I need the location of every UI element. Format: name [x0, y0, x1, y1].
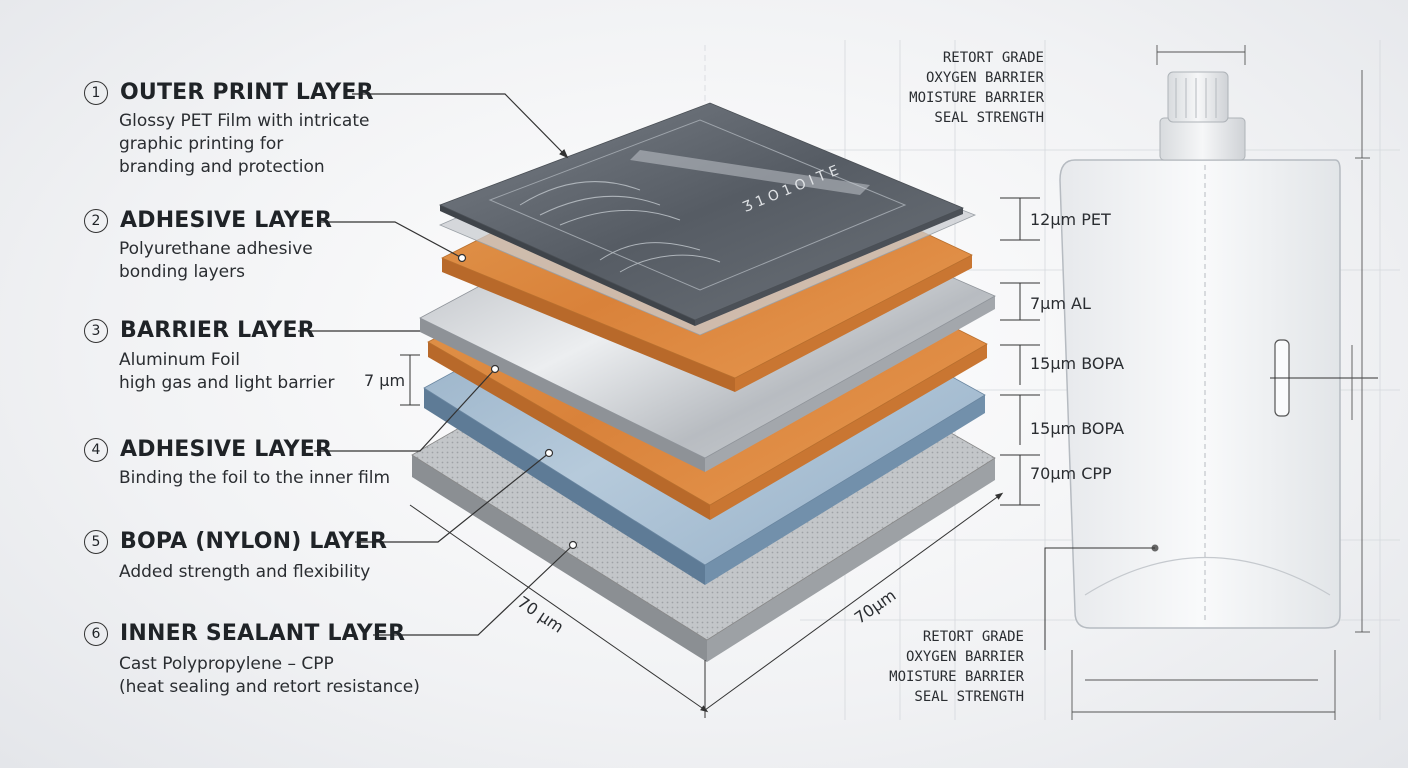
- layer-3-number: 3: [84, 319, 108, 343]
- pouch-dimension-lines: [1071, 45, 1370, 720]
- leader-dots: [457, 253, 578, 550]
- layer-2-desc: Polyurethane adhesive bonding layers: [119, 239, 313, 282]
- layer-3-title-text: BARRIER LAYER: [120, 318, 315, 343]
- layer-5-title-text: BOPA (NYLON) LAYER: [120, 529, 388, 554]
- spec-bottom-4: SEAL STRENGTH: [914, 689, 1024, 705]
- spec-bottom-2: OXYGEN BARRIER: [905, 649, 1024, 665]
- thickness-left-gap: 7 µm: [364, 371, 406, 390]
- spec-top-2: OXYGEN BARRIER: [925, 70, 1044, 86]
- thickness-pet: 12µm PET: [1030, 210, 1111, 229]
- thickness-brackets: [400, 197, 1040, 506]
- layer-1-title: 1 OUTER PRINT LAYER: [84, 80, 374, 105]
- layer-2-title-text: ADHESIVE LAYER: [120, 208, 333, 233]
- stand-up-pouch: [1044, 71, 1378, 650]
- layer-3-desc: Aluminum Foil high gas and light barrier: [119, 350, 335, 393]
- thickness-cpp: 70µm CPP: [1030, 464, 1112, 483]
- layer-6-title: 6 INNER SEALANT LAYER: [84, 621, 405, 646]
- layer-3-title: 3 BARRIER LAYER: [84, 318, 315, 343]
- layer-6-desc: Cast Polypropylene – CPP (heat sealing a…: [119, 654, 420, 697]
- layer-2-number: 2: [84, 209, 108, 233]
- pet-print-sheet: Ʒ 1 O 1 O I T E: [438, 102, 965, 326]
- layer-4-desc: Binding the foil to the inner film: [119, 468, 391, 488]
- layer-5-title: 5 BOPA (NYLON) LAYER: [84, 529, 387, 554]
- layer-5-number: 5: [84, 530, 108, 554]
- layer-1-title-text: OUTER PRINT LAYER: [120, 80, 374, 105]
- layer-2-title: 2 ADHESIVE LAYER: [84, 208, 332, 233]
- layer-5-desc: Added strength and flexibility: [119, 562, 371, 582]
- spec-top-1: RETORT GRADE: [942, 50, 1044, 66]
- layer-4-number: 4: [84, 438, 108, 462]
- layer-6-number: 6: [84, 622, 108, 646]
- layer-1-desc: Glossy PET Film with intricate graphic p…: [119, 111, 370, 177]
- spec-bottom-3: MOISTURE BARRIER: [889, 669, 1024, 685]
- layer-4-title: 4 ADHESIVE LAYER: [84, 437, 332, 462]
- thickness-al: 7µm AL: [1030, 294, 1091, 313]
- layer-4-title-text: ADHESIVE LAYER: [120, 437, 333, 462]
- layer-6-title-text: INNER SEALANT LAYER: [120, 621, 406, 646]
- thickness-bopa-2: 15µm BOPA: [1030, 419, 1125, 438]
- thickness-bopa-1: 15µm BOPA: [1030, 354, 1125, 373]
- layer-1-number: 1: [84, 81, 108, 105]
- spec-top-4: SEAL STRENGTH: [934, 110, 1044, 126]
- spec-block-bottom: RETORT GRADE OXYGEN BARRIER MOISTURE BAR…: [860, 627, 1024, 707]
- spec-bottom-1: RETORT GRADE: [922, 629, 1024, 645]
- width-dimension-lines: [409, 492, 1004, 718]
- spec-top-3: MOISTURE BARRIER: [909, 90, 1044, 106]
- spec-block-top: RETORT GRADE OXYGEN BARRIER MOISTURE BAR…: [880, 48, 1044, 128]
- leader-lines: [298, 93, 574, 636]
